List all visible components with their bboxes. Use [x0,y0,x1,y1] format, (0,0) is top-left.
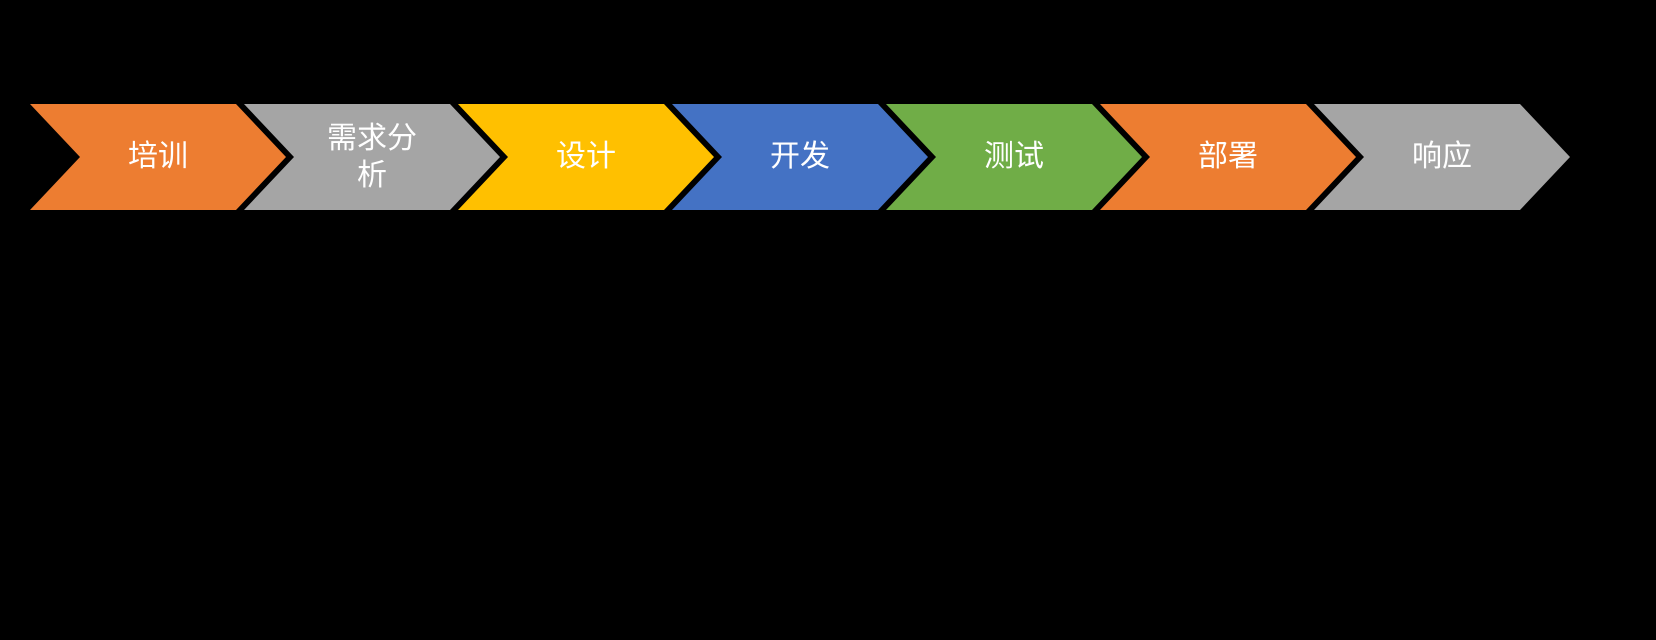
process-step-label: 部署 [1198,140,1258,174]
process-step-label: 需求分析 [327,121,417,192]
process-step-label: 培训 [128,140,188,174]
process-step-1: 培训 [30,104,286,210]
process-step-label: 开发 [770,140,830,174]
process-step-3: 设计 [458,104,714,210]
process-step-label: 响应 [1412,140,1472,174]
process-flow-diagram: 培训 需求分析 设计 开发 测试 部署 响应 [30,104,1630,210]
process-step-label: 测试 [984,140,1044,174]
process-step-label: 设计 [556,140,616,174]
